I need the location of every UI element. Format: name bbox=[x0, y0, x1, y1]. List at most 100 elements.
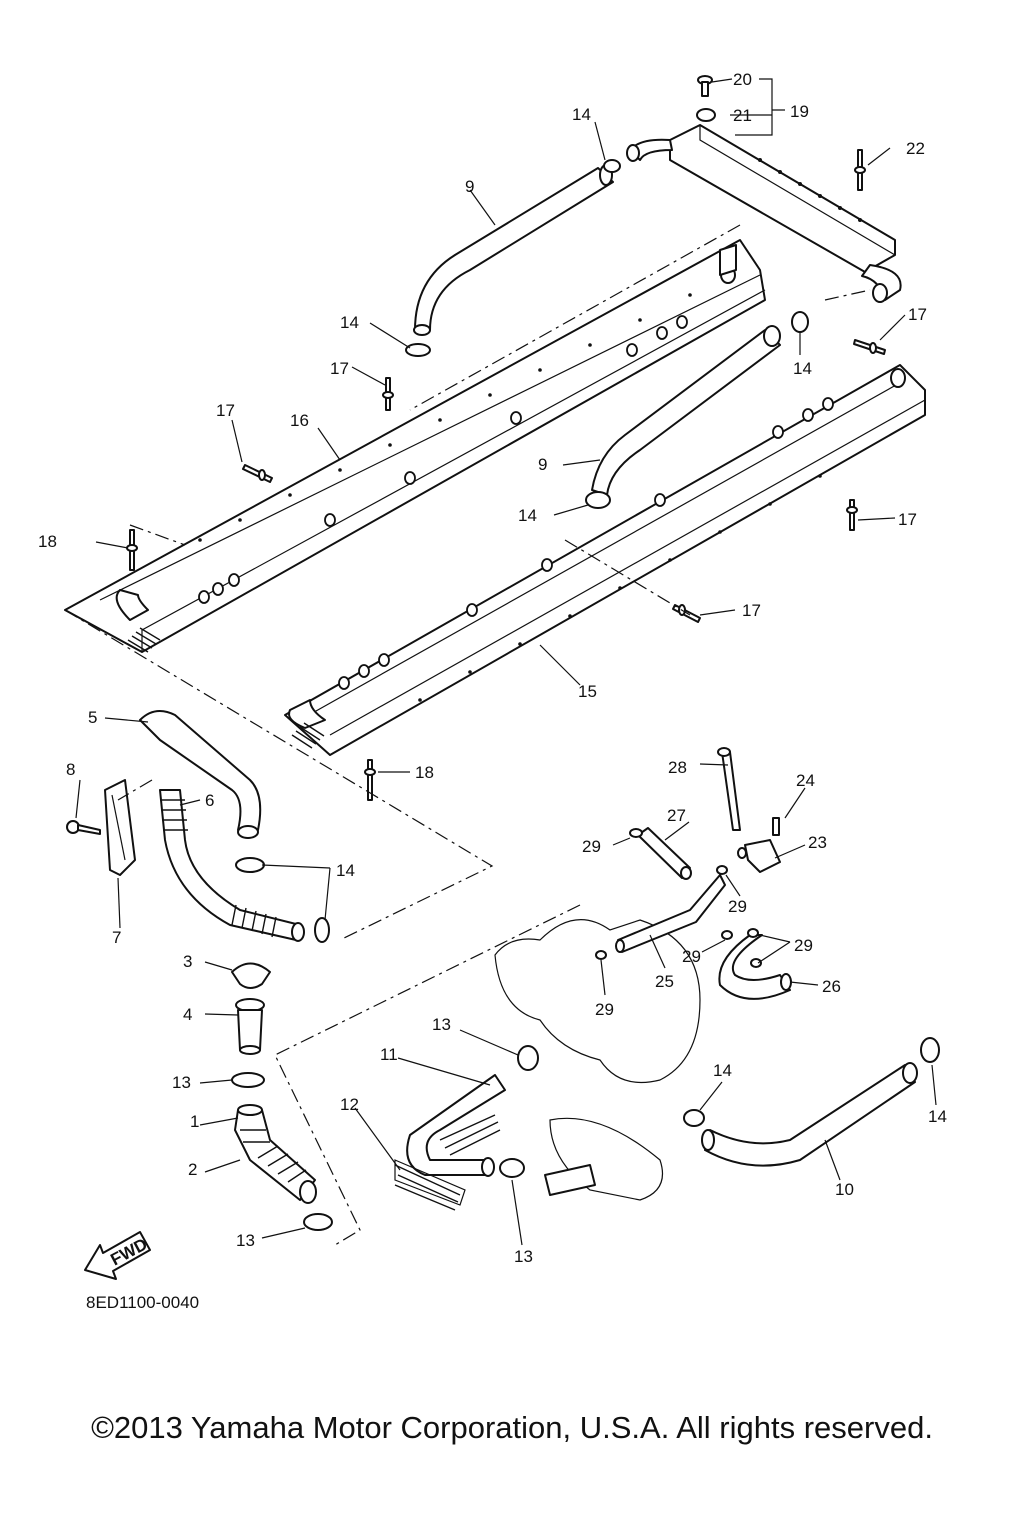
rivet-18-b bbox=[364, 759, 376, 801]
rail-15 bbox=[284, 364, 926, 756]
callout-17: 17 bbox=[216, 401, 235, 420]
hose-27 bbox=[637, 827, 692, 880]
callout-13: 13 bbox=[514, 1247, 533, 1266]
clamp-29-a bbox=[629, 828, 643, 838]
washer-21 bbox=[696, 108, 716, 122]
hose-12 bbox=[394, 1114, 501, 1211]
fwd-arrow: FWD bbox=[84, 1231, 151, 1280]
callout-29: 29 bbox=[595, 1000, 614, 1019]
clamp-13-a bbox=[231, 1072, 265, 1088]
clamp-29-d bbox=[747, 928, 759, 938]
clamp-14-d bbox=[314, 917, 330, 943]
callout-16: 16 bbox=[290, 411, 309, 430]
callout-26: 26 bbox=[822, 977, 841, 996]
clamp-13-d bbox=[499, 1158, 525, 1178]
callout-12: 12 bbox=[340, 1095, 359, 1114]
rivet-17-d bbox=[846, 499, 858, 531]
callout-17: 17 bbox=[742, 601, 761, 620]
callout-13: 13 bbox=[432, 1015, 451, 1034]
callout-29: 29 bbox=[582, 837, 601, 856]
callout-3: 3 bbox=[183, 952, 192, 971]
leader-lines bbox=[75, 78, 937, 1246]
hose-9-lower bbox=[585, 325, 781, 509]
clamp-14-e bbox=[683, 1109, 705, 1127]
callout-27: 27 bbox=[667, 806, 686, 825]
clamp-14-c bbox=[235, 857, 265, 873]
callout-29: 29 bbox=[728, 897, 747, 916]
callout-9: 9 bbox=[538, 455, 547, 474]
rivet-22 bbox=[854, 149, 866, 191]
callout-9: 9 bbox=[465, 177, 474, 196]
callout-10: 10 bbox=[835, 1180, 854, 1199]
callout-18: 18 bbox=[38, 532, 57, 551]
callout-14: 14 bbox=[713, 1061, 732, 1080]
callout-14: 14 bbox=[793, 359, 812, 378]
callout-20: 20 bbox=[733, 70, 752, 89]
callout-25: 25 bbox=[655, 972, 674, 991]
hose-5 bbox=[139, 710, 262, 839]
clamp-14-a bbox=[405, 343, 431, 357]
callout-17: 17 bbox=[898, 510, 917, 529]
clamp-29-f bbox=[595, 950, 607, 960]
callout-19: 19 bbox=[790, 102, 809, 121]
callout-7: 7 bbox=[112, 928, 121, 947]
callout-29: 29 bbox=[794, 936, 813, 955]
callout-5: 5 bbox=[88, 708, 97, 727]
callout-28: 28 bbox=[668, 758, 687, 777]
callout-24: 24 bbox=[796, 771, 815, 790]
rivet-17-c bbox=[853, 339, 886, 355]
callout-23: 23 bbox=[808, 833, 827, 852]
valve-23 bbox=[737, 839, 781, 873]
callout-8: 8 bbox=[66, 760, 75, 779]
screw-24 bbox=[772, 817, 780, 836]
clamp-29-b bbox=[716, 865, 728, 875]
rail-16 bbox=[64, 239, 766, 653]
pipe-28 bbox=[717, 747, 741, 831]
callout-14: 14 bbox=[572, 105, 591, 124]
callout-1: 1 bbox=[190, 1112, 199, 1131]
copyright-notice: ©2013 Yamaha Motor Corporation, U.S.A. A… bbox=[91, 1410, 933, 1445]
callout-11: 11 bbox=[380, 1045, 398, 1064]
bracket-7 bbox=[104, 779, 136, 876]
hose-9-upper bbox=[413, 159, 621, 336]
diagram-code: 8ED1100-0040 bbox=[86, 1293, 199, 1312]
bolt-20 bbox=[697, 75, 713, 97]
callout-22: 22 bbox=[906, 139, 925, 158]
callout-15: 15 bbox=[578, 682, 597, 701]
hose-1-2 bbox=[234, 1104, 317, 1204]
bolt-8 bbox=[66, 820, 101, 835]
engine-outline bbox=[494, 919, 701, 1201]
rivet-17-a bbox=[382, 377, 394, 411]
rivet-17-b bbox=[242, 464, 273, 483]
callout-6: 6 bbox=[205, 791, 214, 810]
callout-18: 18 bbox=[415, 763, 434, 782]
clamp-14-f bbox=[920, 1037, 940, 1063]
callout-14: 14 bbox=[518, 506, 537, 525]
callout-13: 13 bbox=[172, 1073, 191, 1092]
callout-21: 21 bbox=[733, 106, 752, 125]
callout-17: 17 bbox=[330, 359, 349, 378]
hose-26 bbox=[718, 934, 792, 1000]
filler-neck-4 bbox=[235, 998, 265, 1055]
rivet-18-a bbox=[126, 529, 138, 571]
callout-14: 14 bbox=[928, 1107, 947, 1126]
callout-29: 29 bbox=[682, 947, 701, 966]
callout-2: 2 bbox=[188, 1160, 197, 1179]
callout-14: 14 bbox=[340, 313, 359, 332]
reference-lines bbox=[64, 224, 871, 1246]
hose-10 bbox=[701, 1062, 918, 1167]
clamp-29-c bbox=[721, 930, 733, 940]
clamp-13-b bbox=[303, 1213, 333, 1231]
callout-4: 4 bbox=[183, 1005, 192, 1024]
callout-17: 17 bbox=[908, 305, 927, 324]
callout-14: 14 bbox=[336, 861, 355, 880]
pipe-25 bbox=[615, 874, 726, 953]
hose-11 bbox=[406, 1074, 506, 1177]
clamp-14-b bbox=[791, 311, 809, 333]
cap-3 bbox=[231, 962, 271, 989]
clamp-29-e bbox=[750, 958, 762, 968]
callout-13: 13 bbox=[236, 1231, 255, 1250]
cooler-19 bbox=[626, 109, 902, 303]
hose-6 bbox=[159, 789, 305, 942]
clamp-13-c bbox=[517, 1045, 539, 1071]
